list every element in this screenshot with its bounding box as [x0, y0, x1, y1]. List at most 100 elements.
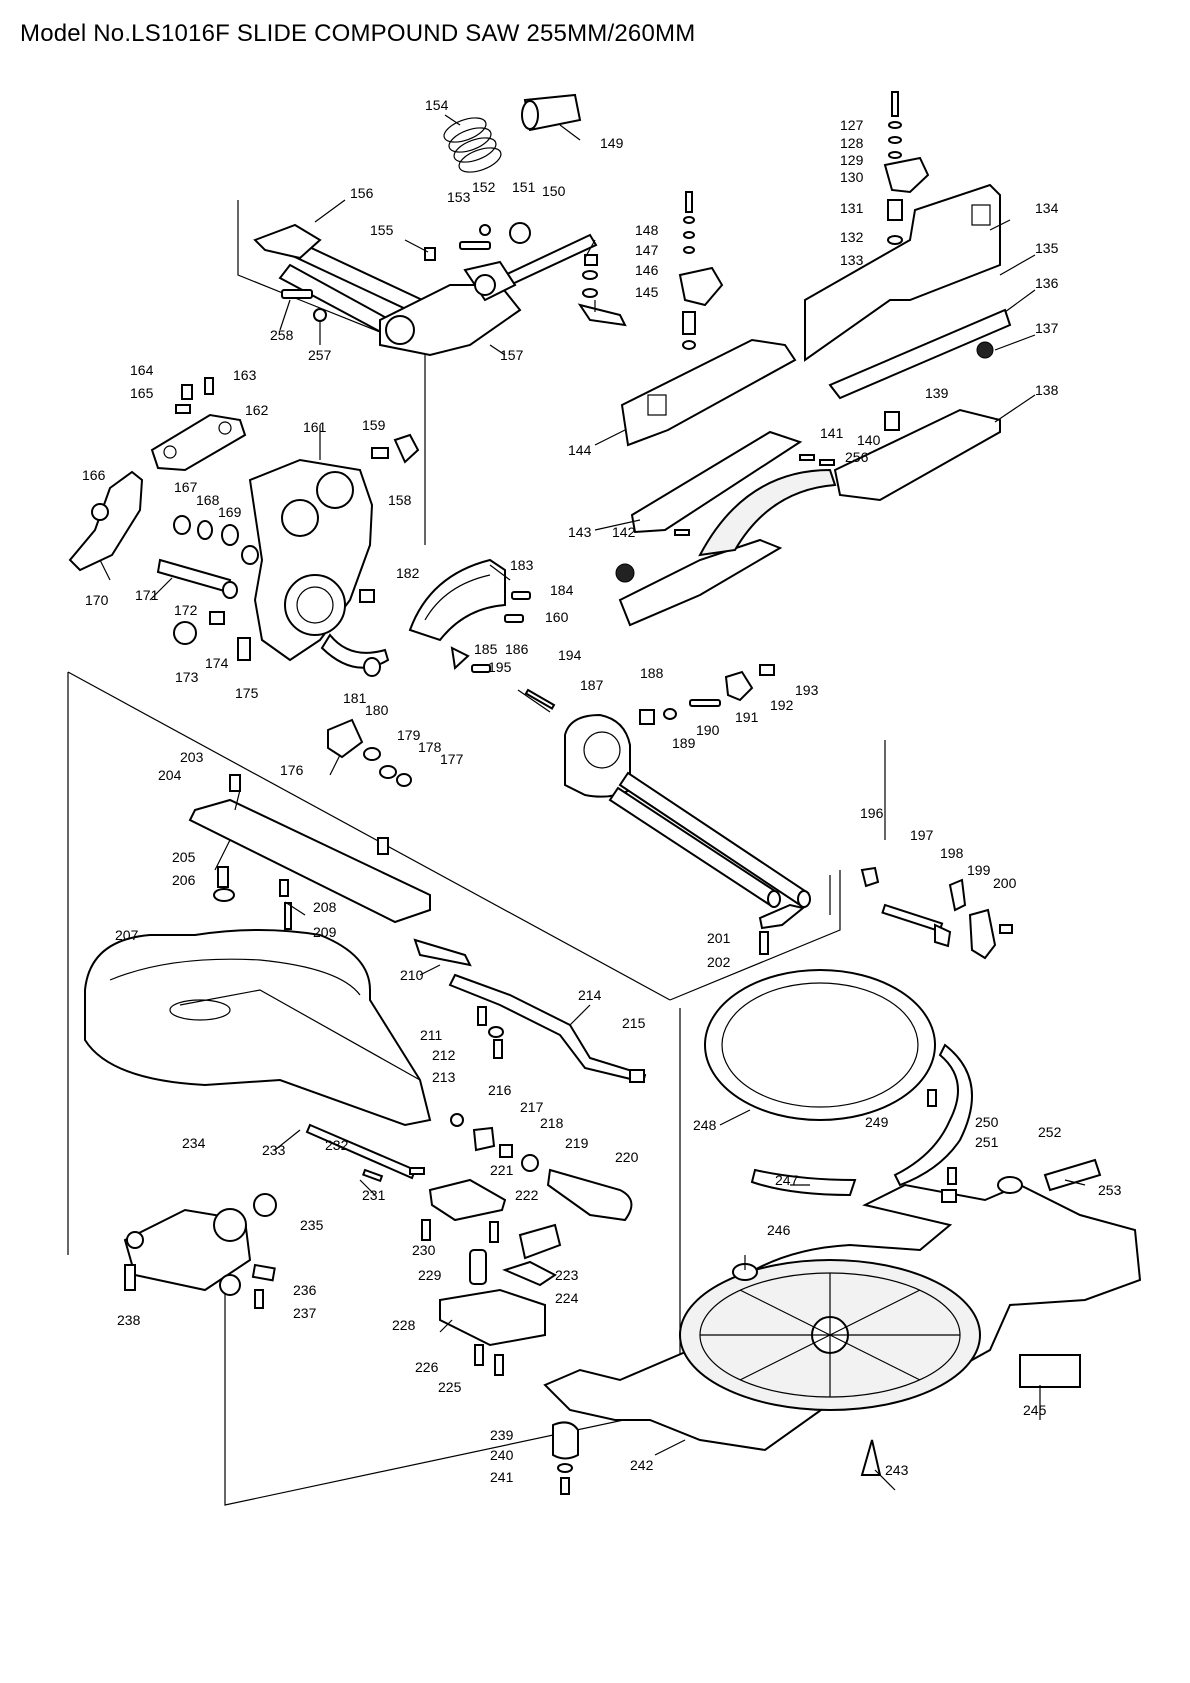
- callout-190: 190: [696, 722, 720, 738]
- callout-145: 145: [635, 284, 659, 300]
- callout-218: 218: [540, 1115, 564, 1131]
- callout-142: 142: [612, 524, 636, 540]
- callout-numbers: 154 149 156 153 152 151 150 155 148 147 …: [82, 97, 1122, 1485]
- callout-152: 152: [472, 179, 496, 195]
- callout-131: 131: [840, 200, 864, 216]
- callout-178: 178: [418, 739, 442, 755]
- callout-228: 228: [392, 1317, 416, 1333]
- callout-141: 141: [820, 425, 844, 441]
- stopper-assembly: [860, 866, 1013, 960]
- callout-208: 208: [313, 899, 337, 915]
- callout-223: 223: [555, 1267, 579, 1283]
- callout-232: 232: [325, 1137, 349, 1153]
- callout-206: 206: [172, 872, 196, 888]
- callout-153: 153: [447, 189, 471, 205]
- callout-256: 256: [845, 449, 869, 465]
- callout-144: 144: [568, 442, 592, 458]
- callout-137: 137: [1035, 320, 1059, 336]
- callout-143: 143: [568, 524, 592, 540]
- page-title: Model No.LS1016F SLIDE COMPOUND SAW 255M…: [20, 20, 696, 47]
- callout-233: 233: [262, 1142, 286, 1158]
- callout-130: 130: [840, 169, 864, 185]
- callout-215: 215: [622, 1015, 646, 1031]
- callout-149: 149: [600, 135, 624, 151]
- callout-127: 127: [840, 117, 864, 133]
- callout-213: 213: [432, 1069, 456, 1085]
- callout-186: 186: [505, 641, 529, 657]
- callout-183: 183: [510, 557, 534, 573]
- callout-170: 170: [85, 592, 109, 608]
- callout-leaders: [99, 114, 1086, 1491]
- callout-231: 231: [362, 1187, 386, 1203]
- callout-179: 179: [397, 727, 421, 743]
- callout-164: 164: [130, 362, 154, 378]
- sleeve: [521, 93, 582, 132]
- callout-174: 174: [205, 655, 229, 671]
- callout-220: 220: [615, 1149, 639, 1165]
- callout-150: 150: [542, 183, 566, 199]
- callout-205: 205: [172, 849, 196, 865]
- callout-163: 163: [233, 367, 257, 383]
- callout-230: 230: [412, 1242, 436, 1258]
- callout-185: 185: [474, 641, 498, 657]
- slide-arm-assembly: [253, 93, 627, 357]
- callout-252: 252: [1038, 1124, 1062, 1140]
- callout-207: 207: [115, 927, 139, 943]
- callout-161: 161: [303, 419, 327, 435]
- callout-203: 203: [180, 749, 204, 765]
- callout-257: 257: [308, 347, 332, 363]
- callout-189: 189: [672, 735, 696, 751]
- callout-129: 129: [840, 152, 864, 168]
- callout-204: 204: [158, 767, 182, 783]
- callout-167: 167: [174, 479, 198, 495]
- callout-251: 251: [975, 1134, 999, 1150]
- callout-229: 229: [418, 1267, 442, 1283]
- callout-132: 132: [840, 229, 864, 245]
- callout-133: 133: [840, 252, 864, 268]
- callout-247: 247: [775, 1172, 799, 1188]
- callout-154: 154: [425, 97, 449, 113]
- callout-147: 147: [635, 242, 659, 258]
- callout-245: 245: [1023, 1402, 1047, 1418]
- callout-139: 139: [925, 385, 949, 401]
- callout-195: 195: [488, 659, 512, 675]
- callout-177: 177: [440, 751, 464, 767]
- group-boundary-lines: [67, 200, 886, 1506]
- callout-199: 199: [967, 862, 991, 878]
- callout-225: 225: [438, 1379, 462, 1395]
- torsion-spring: [443, 117, 502, 173]
- base-assembly: [543, 969, 1142, 1495]
- callout-201: 201: [707, 930, 731, 946]
- turn-table-assembly: [84, 774, 647, 1376]
- callout-180: 180: [365, 702, 389, 718]
- callout-134: 134: [1035, 200, 1059, 216]
- callout-151: 151: [512, 179, 536, 195]
- callout-196: 196: [860, 805, 884, 821]
- callout-253: 253: [1098, 1182, 1122, 1198]
- callout-193: 193: [795, 682, 819, 698]
- callout-235: 235: [300, 1217, 324, 1233]
- callout-138: 138: [1035, 382, 1059, 398]
- callout-237: 237: [293, 1305, 317, 1321]
- callout-212: 212: [432, 1047, 456, 1063]
- callout-148: 148: [635, 222, 659, 238]
- callout-162: 162: [245, 402, 269, 418]
- callout-187: 187: [580, 677, 604, 693]
- callout-216: 216: [488, 1082, 512, 1098]
- callout-172: 172: [174, 602, 198, 618]
- callout-155: 155: [370, 222, 394, 238]
- callout-135: 135: [1035, 240, 1059, 256]
- callout-236: 236: [293, 1282, 317, 1298]
- callout-176: 176: [280, 762, 304, 778]
- callout-156: 156: [350, 185, 374, 201]
- callout-210: 210: [400, 967, 424, 983]
- callout-158: 158: [388, 492, 412, 508]
- callout-240: 240: [490, 1447, 514, 1463]
- fence-assembly: [615, 91, 1012, 627]
- callout-202: 202: [707, 954, 731, 970]
- callout-214: 214: [578, 987, 602, 1003]
- callout-219: 219: [565, 1135, 589, 1151]
- callout-128: 128: [840, 135, 864, 151]
- callout-221: 221: [490, 1162, 514, 1178]
